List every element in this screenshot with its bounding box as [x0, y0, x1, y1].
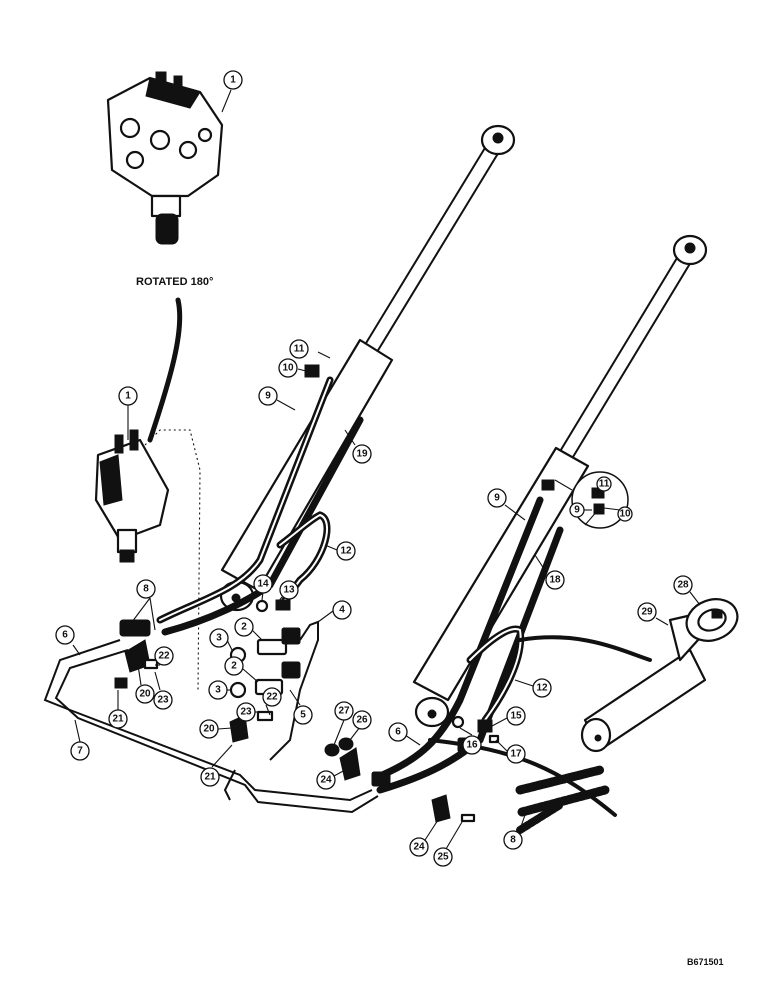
callout-42: 24	[409, 819, 439, 857]
callout-5: 9	[258, 386, 296, 411]
callout-number: 24	[413, 842, 425, 853]
callout-number: 1	[125, 391, 131, 402]
callout-40: 28	[673, 575, 701, 606]
callout-31: 16	[459, 727, 482, 755]
callout-number: 17	[510, 749, 522, 760]
callout-number: 28	[677, 580, 689, 591]
control-valve-top	[106, 71, 224, 245]
callout-6: 19	[344, 429, 372, 464]
callout-number: 10	[619, 509, 631, 520]
callout-number: 25	[437, 852, 449, 863]
callout-24: 23	[236, 702, 262, 722]
callout-number: 2	[231, 661, 237, 672]
right-cylinder	[412, 234, 708, 728]
callout-number: 11	[294, 344, 305, 355]
callout-number: 29	[641, 607, 653, 618]
callout-23: 22	[262, 687, 282, 716]
callout-14: 2	[224, 656, 259, 683]
callout-30: 6	[388, 722, 421, 746]
callout-38: 9	[569, 502, 592, 518]
callout-number: 18	[549, 575, 561, 586]
callout-number: 15	[510, 711, 522, 722]
callout-number: 3	[215, 685, 221, 696]
cylinder-detail	[580, 610, 707, 753]
callout-11: 4	[317, 600, 352, 623]
left-cylinder	[219, 124, 516, 612]
callout-number: 27	[338, 706, 350, 717]
hose-clamp	[685, 598, 739, 642]
callout-number: 20	[203, 724, 215, 735]
callout-1-small: 1	[118, 386, 138, 440]
callout-number: 19	[356, 449, 368, 460]
callout-39: 10	[603, 506, 633, 522]
callout-21: 7	[70, 719, 90, 761]
callout-7: 12	[324, 541, 356, 561]
callout-number: 11	[599, 479, 610, 490]
callout-43: 25	[433, 821, 463, 867]
callout-3: 11	[289, 339, 331, 359]
callout-22: 5	[289, 689, 313, 725]
spring-guards	[515, 765, 610, 834]
callout-19: 23	[153, 671, 173, 710]
callout-37: 11	[596, 476, 612, 493]
callout-16: 6	[55, 625, 81, 656]
callout-number: 7	[77, 746, 83, 757]
callout-1-top: 1	[221, 70, 243, 113]
callout-41: 29	[637, 602, 669, 626]
callout-number: 24	[320, 775, 332, 786]
callout-number: 9	[574, 505, 580, 516]
callout-25: 20	[199, 719, 233, 739]
callout-number: 16	[466, 740, 478, 751]
callout-number: 14	[257, 579, 269, 590]
drawing-number: B671501	[687, 957, 724, 967]
fittings	[114, 364, 555, 823]
callout-number: 6	[395, 727, 401, 738]
callout-9: 13	[277, 580, 299, 603]
callout-number: 6	[62, 630, 68, 641]
callout-33: 17	[495, 739, 526, 764]
callout-36: 18	[534, 554, 565, 590]
callout-number: 9	[494, 493, 500, 504]
callout-44: 8	[503, 814, 526, 850]
callout-number: 21	[112, 714, 124, 725]
callout-15: 3	[208, 680, 232, 700]
callout-number: 8	[143, 584, 149, 595]
callout-number: 2	[241, 622, 247, 633]
callout-number: 20	[139, 689, 151, 700]
callout-4: 10	[278, 358, 311, 378]
callout-number: 26	[356, 715, 368, 726]
callout-number: 9	[265, 391, 271, 402]
callout-18: 20	[135, 664, 155, 704]
callout-28: 26	[349, 710, 372, 741]
callout-17: 22	[154, 646, 174, 666]
callout-13: 3	[209, 628, 233, 651]
callout-number: 23	[157, 695, 169, 706]
callout-number: 21	[204, 772, 216, 783]
control-valve-small	[94, 429, 170, 563]
callout-number: 1	[230, 75, 236, 86]
callout-10: 8	[131, 579, 156, 631]
callout-number: 22	[158, 651, 170, 662]
callout-number: 8	[510, 835, 516, 846]
callout-8: 14	[253, 574, 273, 601]
callout-32: 15	[491, 706, 526, 727]
callout-35: 9	[487, 488, 526, 521]
callout-12: 2	[234, 617, 263, 641]
callout-34: 12	[514, 678, 552, 698]
callout-27: 27	[333, 701, 354, 746]
callout-number: 13	[283, 585, 295, 596]
callout-number: 23	[240, 707, 252, 718]
rotation-note: ROTATED 180°	[136, 276, 213, 288]
callout-20: 21	[108, 690, 128, 729]
callout-number: 3	[216, 633, 222, 644]
callout-29: 24	[316, 769, 346, 790]
callout-number: 22	[266, 692, 278, 703]
callout-number: 12	[340, 546, 352, 557]
callout-number: 4	[339, 605, 345, 616]
callout-number: 5	[300, 710, 306, 721]
callout-number: 12	[536, 683, 548, 694]
callout-number: 10	[282, 363, 294, 374]
callout-26: 21	[200, 744, 233, 787]
